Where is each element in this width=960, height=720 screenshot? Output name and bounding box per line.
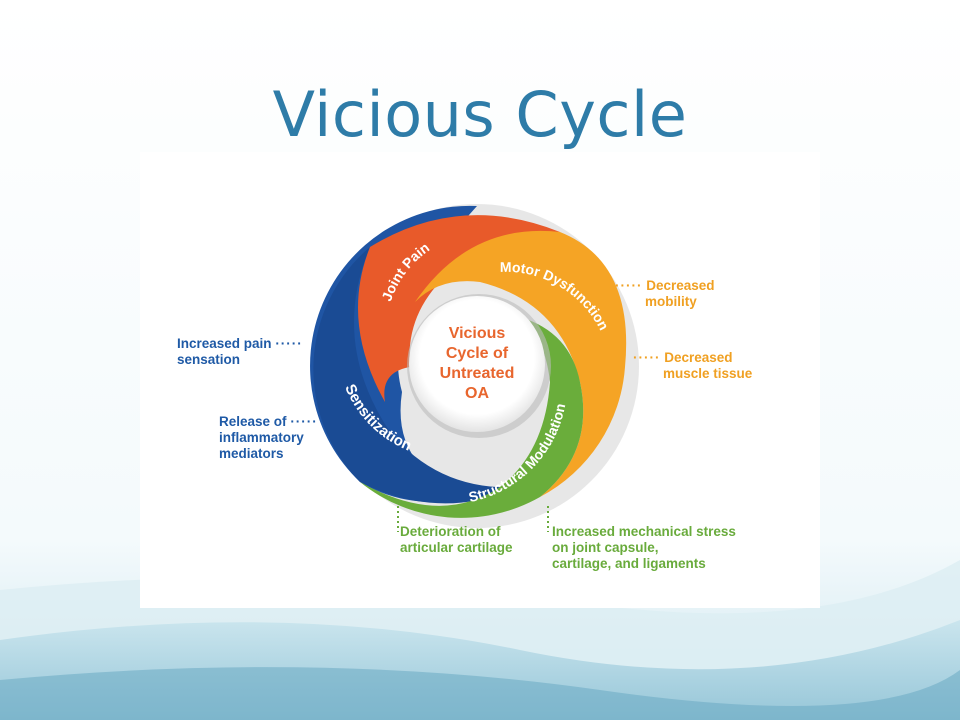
center-line: Vicious	[448, 325, 506, 342]
cycle-diagram: Joint Pain Motor Dysfunction Structural …	[310, 204, 639, 532]
center-disc	[409, 296, 545, 432]
wave-shape	[0, 667, 960, 720]
segment-motor-dysfunction	[415, 230, 627, 497]
annotation-release-mediators: Release of ····· inflammatory mediators	[219, 414, 318, 461]
annotation-increased-pain: Increased pain ····· sensation	[177, 336, 303, 367]
annotation-mechanical-stress: Increased mechanical stress on joint cap…	[552, 524, 736, 571]
segment-structural-modulation	[360, 317, 584, 518]
center-label: Vicious Cycle of Untreated OA	[412, 324, 542, 404]
segment-sensitization-outer	[313, 247, 520, 504]
slide-title: Vicious Cycle	[272, 78, 688, 151]
diagram-panel: Joint Pain Motor Dysfunction Structural …	[140, 152, 820, 608]
center-line: OA	[465, 385, 489, 402]
annotation-deterioration: Deterioration of articular cartilage	[400, 524, 513, 555]
center-line: Untreated	[439, 365, 515, 382]
center-line: Cycle of	[445, 345, 509, 362]
annotation-decreased-mobility: ····· Decreased mobility	[615, 278, 715, 309]
annotation-decreased-muscle: ····· Decreased muscle tissue	[633, 350, 753, 381]
